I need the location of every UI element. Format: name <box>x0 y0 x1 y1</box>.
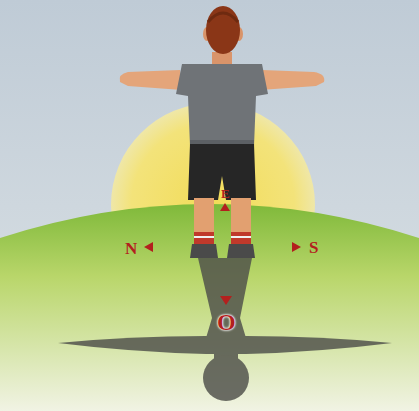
direction-letter: N <box>125 240 137 257</box>
direction-letter: S <box>309 239 318 256</box>
boy-figure <box>120 6 325 258</box>
direction-letter: E <box>221 187 230 200</box>
hill <box>0 204 419 411</box>
boy-shadow <box>58 258 392 401</box>
direction-arrows <box>144 203 301 305</box>
direction-letter: O <box>217 310 236 334</box>
